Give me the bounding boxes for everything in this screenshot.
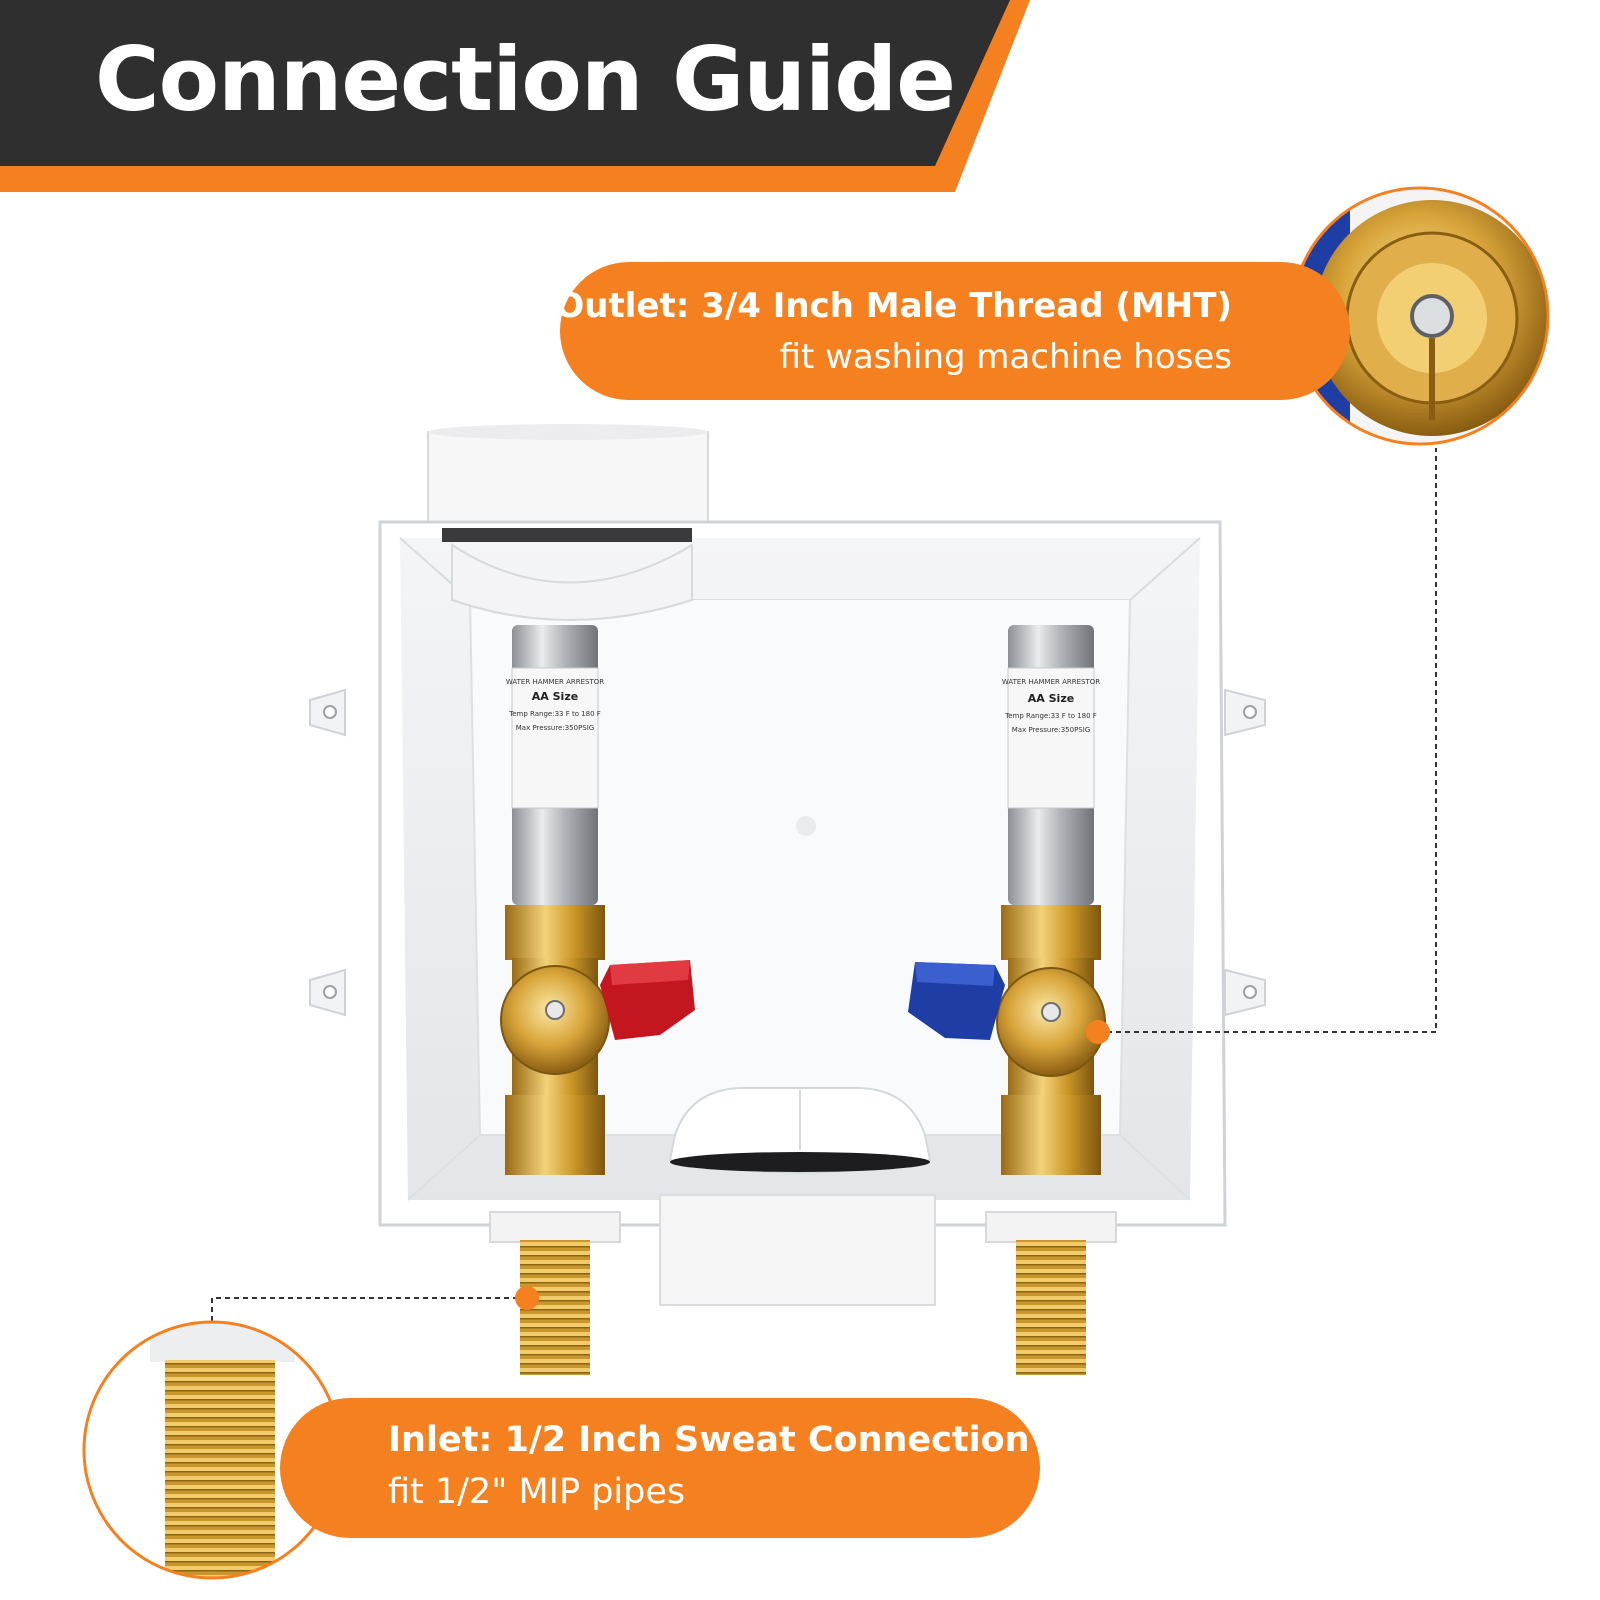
header-banner	[0, 0, 1030, 192]
page-title: Connection Guide	[95, 28, 956, 131]
inlet-callout-title: Inlet: 1/2 Inch Sweat Connection	[388, 1420, 1030, 1460]
outlet-callout-title: Outlet: 3/4 Inch Male Thread (MHT)	[555, 286, 1232, 326]
svg-text:AA Size: AA Size	[1028, 692, 1074, 705]
outlet-callout-subtitle: fit washing machine hoses	[779, 337, 1232, 377]
svg-text:WATER HAMMER ARRESTOR: WATER HAMMER ARRESTOR	[506, 678, 604, 686]
svg-text:Max Pressure:350PSIG: Max Pressure:350PSIG	[516, 724, 594, 732]
svg-text:Max Pressure:350PSIG: Max Pressure:350PSIG	[1012, 726, 1090, 734]
outlet-callout: Outlet: 3/4 Inch Male Thread (MHT) fit w…	[555, 262, 1350, 400]
mounting-flange-right	[1224, 688, 1266, 1017]
inlet-leader-line	[211, 1286, 539, 1325]
mounting-flange-left	[309, 688, 346, 1017]
outlet-zoom-circle	[1290, 186, 1550, 446]
svg-text:Temp Range:33 F to 180 F: Temp Range:33 F to 180 F	[1004, 712, 1097, 720]
hot-water-valve: WATER HAMMER ARRESTOR AA Size Temp Range…	[489, 625, 695, 1375]
svg-text:WATER HAMMER ARRESTOR: WATER HAMMER ARRESTOR	[1002, 678, 1100, 686]
inlet-callout-subtitle: fit 1/2" MIP pipes	[388, 1472, 686, 1512]
svg-text:AA Size: AA Size	[532, 690, 578, 703]
svg-text:Temp Range:33 F to 180 F: Temp Range:33 F to 180 F	[508, 710, 601, 718]
outlet-leader-line	[1086, 448, 1437, 1044]
cold-water-valve: WATER HAMMER ARRESTOR AA Size Temp Range…	[908, 625, 1117, 1375]
inlet-callout: Inlet: 1/2 Inch Sweat Connection fit 1/2…	[280, 1398, 1040, 1538]
center-drain	[659, 1087, 936, 1306]
